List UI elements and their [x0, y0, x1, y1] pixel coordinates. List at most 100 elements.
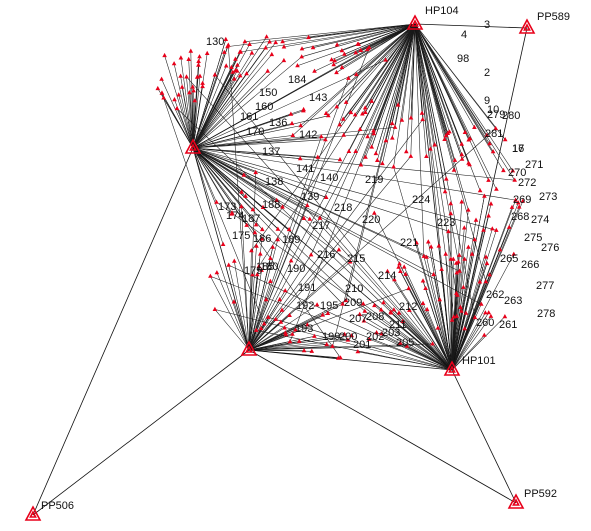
detail-point-marker [493, 125, 498, 131]
detail-point-marker [349, 333, 354, 338]
observation-ray [248, 205, 308, 351]
observation-ray [359, 314, 453, 371]
detail-point-marker [244, 222, 249, 227]
detail-point-marker [267, 39, 272, 44]
detail-point-marker [295, 63, 300, 68]
point-label: 200 [339, 331, 357, 343]
observation-ray [393, 23, 416, 167]
observation-ray [414, 23, 475, 128]
detail-point-marker [463, 310, 469, 315]
detail-point-marker [190, 84, 195, 89]
station-label: PP589 [537, 11, 570, 23]
detail-point-marker [258, 325, 264, 331]
station-inner-triangle-icon [189, 143, 197, 151]
observation-ray [451, 201, 524, 371]
detail-point-marker [366, 44, 372, 50]
observation-ray [192, 147, 515, 181]
station-w [184, 138, 202, 154]
point-label: 260 [476, 317, 494, 329]
detail-point-marker [437, 297, 442, 302]
detail-point-marker [455, 292, 460, 297]
observation-ray [451, 207, 513, 371]
point-label: 195 [320, 300, 338, 312]
detail-point-marker [395, 102, 401, 107]
point-label: 215 [347, 253, 365, 265]
detail-point-marker [472, 314, 478, 320]
observation-ray [369, 339, 453, 371]
detail-point-marker [357, 126, 363, 131]
detail-point-marker [365, 134, 370, 139]
observation-ray [451, 281, 481, 371]
point-label: 275 [524, 232, 542, 244]
detail-point-marker [200, 83, 205, 89]
detail-point-marker [451, 256, 456, 261]
observation-ray [385, 23, 416, 61]
detail-point-marker [420, 300, 426, 305]
point-label: 263 [504, 295, 522, 307]
point-label: 10 [487, 104, 499, 116]
detail-point-marker [212, 306, 218, 311]
network-edge [248, 349, 517, 504]
observation-ray [216, 201, 453, 371]
detail-point-marker [312, 68, 317, 73]
detail-point-marker [458, 304, 463, 309]
point-label: 174 [226, 210, 244, 222]
observation-ray [451, 312, 489, 371]
detail-point-marker [314, 302, 320, 307]
observation-ray [248, 249, 340, 351]
detail-point-marker [184, 74, 189, 79]
detail-point-marker [432, 142, 437, 147]
detail-point-marker [487, 141, 492, 146]
observation-ray [367, 23, 416, 137]
observation-ray [161, 79, 194, 149]
point-label: 273 [539, 191, 557, 203]
detail-point-marker [288, 111, 294, 116]
detail-point-marker [355, 349, 361, 354]
station-label: HP104 [425, 5, 459, 17]
point-label: 140 [320, 172, 338, 184]
detail-point-marker [280, 39, 285, 44]
detail-point-marker [424, 254, 429, 259]
observation-ray [406, 23, 416, 152]
detail-point-marker [178, 73, 183, 78]
observation-ray [180, 57, 194, 149]
detail-point-marker [196, 62, 201, 67]
point-label: 202 [366, 331, 384, 343]
detail-point-marker [247, 41, 252, 46]
station-inner-triangle-icon [411, 19, 419, 27]
observation-ray [192, 147, 305, 219]
detail-point-marker [196, 58, 201, 63]
observation-ray [334, 23, 416, 62]
detail-point-marker [298, 123, 303, 128]
detail-point-marker [301, 108, 306, 113]
point-label: 216 [317, 249, 335, 261]
detail-point-marker [283, 330, 288, 335]
detail-point-marker [466, 244, 471, 249]
point-label: 280 [502, 110, 520, 122]
detail-point-marker [347, 259, 353, 264]
observation-ray [403, 266, 453, 371]
observation-ray [319, 217, 453, 371]
observation-ray [451, 335, 485, 371]
detail-point-marker [243, 193, 248, 198]
detail-point-marker [261, 321, 267, 326]
point-label: 175 [232, 230, 250, 242]
detail-point-marker [428, 146, 433, 151]
observation-ray [248, 128, 496, 351]
detail-point-marker [426, 239, 431, 244]
detail-point-marker [229, 211, 234, 216]
detail-point-marker [171, 61, 177, 66]
detail-point-marker [234, 68, 240, 73]
detail-point-marker [352, 112, 358, 117]
detail-point-marker [297, 156, 303, 161]
observation-ray [382, 23, 416, 164]
detail-point-marker [457, 268, 462, 273]
observation-ray [192, 147, 341, 358]
detail-point-marker [337, 157, 343, 162]
detail-point-marker [319, 134, 324, 139]
observation-ray [192, 75, 241, 149]
observation-ray [176, 108, 194, 149]
observation-ray [406, 345, 453, 371]
detail-point-marker [178, 55, 184, 60]
point-label: 173 [218, 201, 236, 213]
